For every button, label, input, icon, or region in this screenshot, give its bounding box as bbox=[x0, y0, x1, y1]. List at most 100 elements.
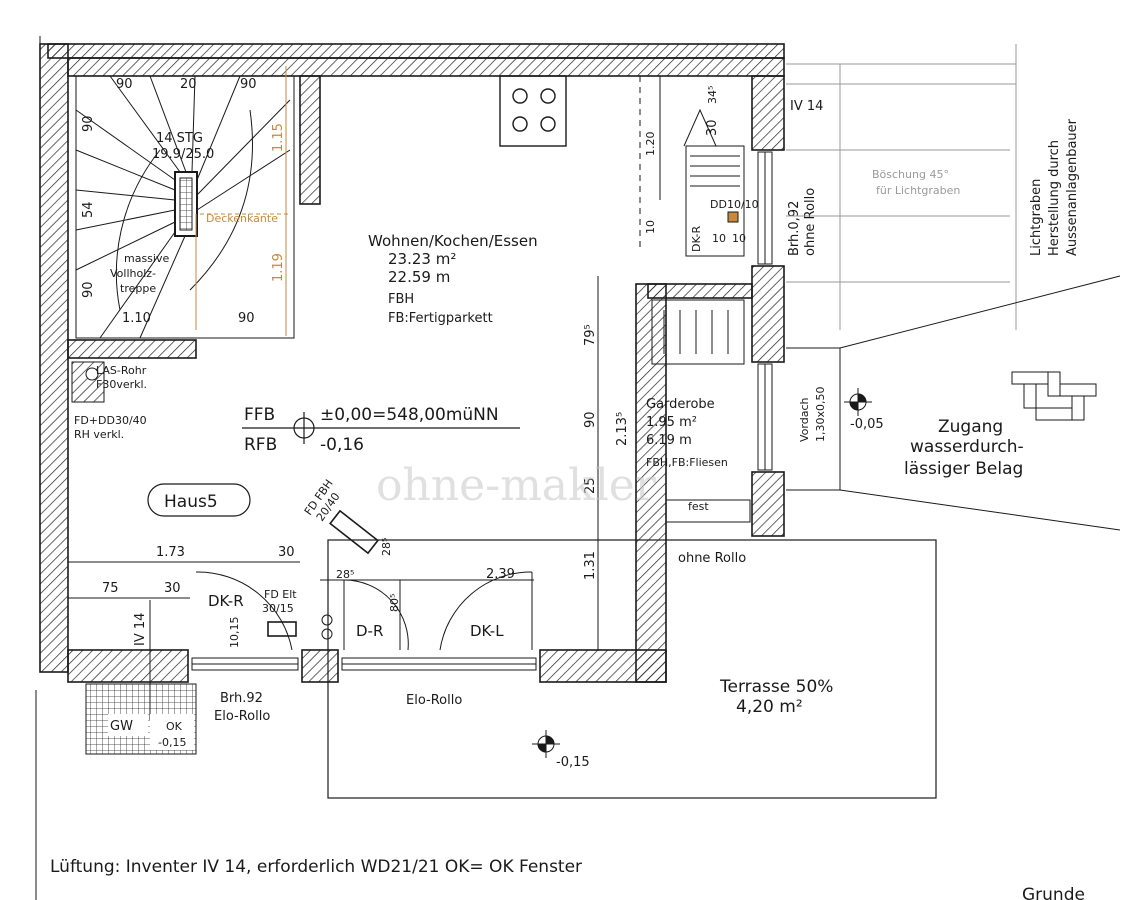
wall-bottom-2 bbox=[301, 649, 339, 683]
wardrobe-floor: FBH,FB:Fliesen bbox=[646, 456, 728, 469]
ceiling-edge-label: Deckenkante bbox=[206, 212, 278, 225]
stair-material-3: treppe bbox=[120, 282, 156, 295]
window-right-line2: ohne Rollo bbox=[803, 188, 818, 256]
paving-pattern bbox=[1011, 371, 1097, 421]
stair-ratio: 19.9/25.0 bbox=[152, 147, 214, 162]
rfb-label: RFB bbox=[244, 435, 277, 455]
light-well-text-1: Lichtgraben bbox=[1029, 179, 1044, 256]
wall-stair-partition bbox=[299, 75, 321, 205]
dim-30-top: 30 bbox=[705, 119, 720, 136]
wall-right-2 bbox=[751, 265, 785, 363]
dim-2-39: 2.39 bbox=[486, 567, 515, 582]
shaft-note-line1: FD+DD30/40 bbox=[74, 414, 147, 427]
wall-top-inner bbox=[67, 57, 785, 77]
ceiling-edge-dimension bbox=[195, 66, 290, 336]
stair-dim-bottom-2: 90 bbox=[238, 311, 255, 326]
access-line3: lässiger Belag bbox=[904, 459, 1023, 479]
canopy-line2: 1,30x0,50 bbox=[814, 387, 827, 443]
level-marker-access bbox=[844, 388, 872, 416]
dim-10-15: 10,15 bbox=[228, 617, 241, 649]
wardrobe-area: 1.95 m² bbox=[646, 415, 697, 430]
gw-label: GW bbox=[110, 719, 133, 734]
window-bottom-line1: Brh.92 bbox=[220, 691, 263, 706]
rfb-value: -0,16 bbox=[320, 435, 364, 455]
ffb-value: ±0,00=548,00müNN bbox=[320, 405, 499, 425]
light-well-text-2: Herstellung durch bbox=[1047, 140, 1062, 256]
footer-note: Lüftung: Inventer IV 14, erforderlich WD… bbox=[50, 857, 582, 877]
stair-dim-top-2: 20 bbox=[180, 77, 197, 92]
house-tag: Haus5 bbox=[164, 492, 218, 512]
window-bottom-line2: Elo-Rollo bbox=[214, 709, 270, 724]
dim-30-c: 30 bbox=[164, 581, 181, 596]
stair-dim-top-1: 90 bbox=[116, 77, 133, 92]
living-room-area: 23.23 m² bbox=[388, 250, 456, 268]
dim-28-5-b: 28⁵ bbox=[336, 568, 354, 581]
ok-line2: -0,15 bbox=[158, 736, 186, 749]
windows-bottom bbox=[191, 657, 537, 671]
dimension-lines bbox=[68, 276, 599, 650]
corner-text: Grunde bbox=[1022, 885, 1085, 900]
wall-top bbox=[47, 43, 785, 59]
stair-dim-top-3: 90 bbox=[240, 77, 257, 92]
terrace-name: Terrasse 50% bbox=[719, 677, 833, 697]
ffb-label: FFB bbox=[244, 405, 275, 425]
fd-elt-symbol bbox=[267, 621, 297, 637]
canopy-line1: Vordach bbox=[798, 397, 811, 442]
living-room-perimeter: 22.59 m bbox=[388, 268, 450, 286]
stove bbox=[499, 75, 567, 147]
wall-wardrobe-top bbox=[647, 283, 753, 299]
wall-bottom-1 bbox=[67, 649, 189, 683]
dim-79-5: 79⁵ bbox=[583, 324, 598, 346]
dd10-10-label: DD10/10 bbox=[710, 198, 759, 211]
staircase bbox=[75, 75, 295, 339]
living-room-floor: FB:Fertigparkett bbox=[388, 311, 493, 326]
dim-90: 90 bbox=[583, 411, 598, 428]
level-symbol bbox=[242, 412, 520, 444]
shaft-note-line2: RH verkl. bbox=[74, 428, 124, 441]
dim-80-5: 80⁵ bbox=[388, 594, 401, 612]
stair-dim-left-3: 90 bbox=[81, 281, 96, 298]
terrace-area: 4,20 m² bbox=[736, 697, 803, 717]
door-d-r: D-R bbox=[356, 622, 383, 640]
dim-10-c: 10 bbox=[732, 232, 746, 245]
wall-left bbox=[39, 43, 69, 673]
canopy bbox=[786, 275, 1121, 531]
dim-1-31: 1.31 bbox=[583, 551, 598, 580]
living-room-heating: FBH bbox=[388, 292, 414, 307]
wardrobe-window: fest bbox=[688, 500, 709, 513]
fd-elt-line2: 30/15 bbox=[262, 602, 294, 615]
dim-25: 25 bbox=[583, 477, 598, 494]
level-marker-terrace bbox=[532, 730, 560, 758]
door-dk-r-bath: DK-R bbox=[690, 226, 703, 252]
dim-10-b: 10 bbox=[712, 232, 726, 245]
level-terrace: -0,15 bbox=[556, 755, 590, 770]
door-dk-r-left: DK-R bbox=[208, 592, 244, 610]
shaft-box bbox=[71, 361, 105, 403]
inventer-top: IV 14 bbox=[790, 99, 823, 114]
utility-area bbox=[639, 76, 745, 257]
wardrobe-perimeter: 6.19 m bbox=[646, 433, 692, 448]
ceiling-dim-2: 1.19 bbox=[271, 253, 286, 282]
frame-lines bbox=[35, 36, 41, 900]
stair-steps: 14 STG bbox=[156, 131, 203, 146]
wall-wardrobe bbox=[635, 283, 667, 683]
wall-right-3 bbox=[751, 471, 785, 537]
wardrobe-cabinet bbox=[651, 299, 751, 523]
stair-dim-left-1: 90 bbox=[81, 115, 96, 132]
door-swings bbox=[195, 571, 533, 651]
light-well-slope-2: für Lichtgraben bbox=[876, 184, 960, 197]
wall-stair-bottom bbox=[67, 339, 197, 359]
shaft-line2: F30verkl. bbox=[96, 378, 147, 391]
light-well-text-3: Aussenanlagenbauer bbox=[1065, 118, 1080, 256]
ohne-rollo-label: ohne Rollo bbox=[678, 551, 746, 566]
house-tag-frame bbox=[147, 483, 251, 517]
wall-right-1 bbox=[751, 75, 785, 151]
stair-dim-left-2: 54 bbox=[81, 201, 96, 218]
dim-1-73: 1.73 bbox=[156, 545, 185, 560]
terrace-outline bbox=[327, 539, 937, 799]
dim-10-a: 10 bbox=[644, 220, 657, 234]
access-line2: wasserdurch- bbox=[910, 437, 1024, 457]
windows-right bbox=[757, 151, 773, 471]
level-access: -0,05 bbox=[850, 417, 884, 432]
